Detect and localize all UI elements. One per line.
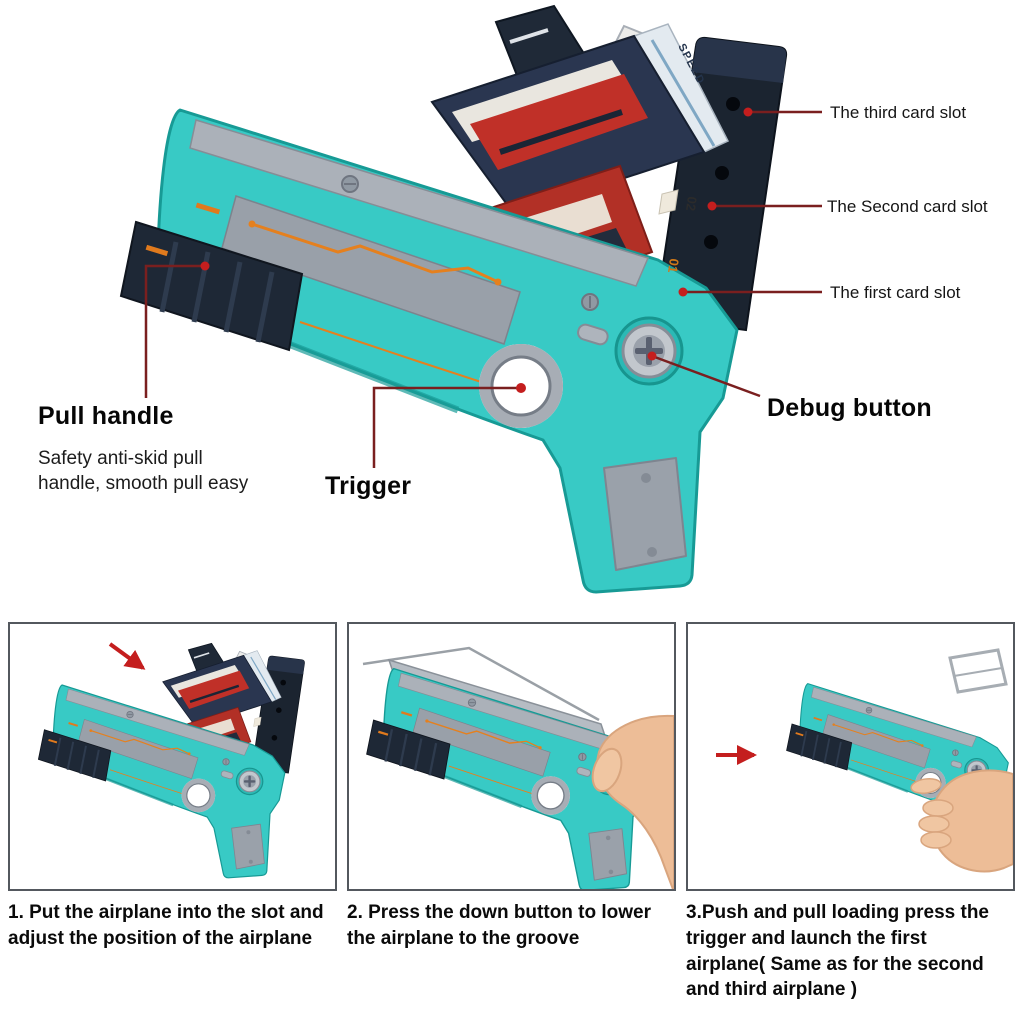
steps-section: 1. Put the airplane into the slot and ad…	[0, 622, 1024, 1003]
label-third-card-slot: The third card slot	[830, 103, 967, 122]
step-2-panel	[347, 622, 676, 891]
red-arrow-icon	[108, 642, 146, 670]
label-second-card-slot: The Second card slot	[827, 197, 988, 216]
step-1-caption: 1. Put the airplane into the slot and ad…	[8, 902, 324, 949]
wire-bracket-bar	[953, 667, 1003, 677]
card-number-2: 02	[683, 196, 700, 212]
label-trigger: Trigger	[325, 472, 412, 500]
step-3-illustration	[716, 648, 1013, 873]
step-3-caption: 3.Push and pull loading press the trigge…	[686, 902, 989, 1001]
card-number-1: 01	[665, 258, 682, 274]
step-2-illustration	[362, 646, 674, 889]
step-1-illustration	[10, 642, 305, 889]
finger	[922, 799, 954, 817]
step-1: 1. Put the airplane into the slot and ad…	[8, 622, 337, 1003]
label-pull-handle: Pull handle	[38, 402, 174, 430]
launcher-wire	[362, 646, 600, 722]
finger	[920, 831, 952, 849]
step-3: 3.Push and pull loading press the trigge…	[686, 622, 1015, 1003]
label-debug-button: Debug button	[767, 394, 932, 422]
gun-illustration	[121, 110, 737, 592]
step-2-caption: 2. Press the down button to lower the ai…	[347, 902, 652, 949]
thumb-on-button	[591, 747, 623, 793]
label-first-card-slot: The first card slot	[830, 283, 961, 302]
callout-dots	[200, 107, 753, 393]
step-3-panel	[686, 622, 1015, 891]
callout-line-trigger	[372, 386, 521, 468]
hero-section: SPEED 02 01 The third card slot The Seco…	[0, 0, 988, 612]
wire-bracket	[948, 648, 1008, 694]
index-finger-on-trigger	[910, 778, 942, 794]
callout-line-debug	[651, 354, 761, 398]
step-2: 2. Press the down button to lower the ai…	[347, 622, 676, 1003]
finger	[918, 815, 950, 833]
step-1-panel	[8, 622, 337, 891]
callout-line-pull-handle	[144, 264, 205, 398]
callout-lines	[144, 110, 822, 468]
product-illustration: SPEED 02 01	[0, 0, 822, 612]
label-pull-handle-desc: Safety anti-skid pull handle, smooth pul…	[38, 448, 249, 495]
